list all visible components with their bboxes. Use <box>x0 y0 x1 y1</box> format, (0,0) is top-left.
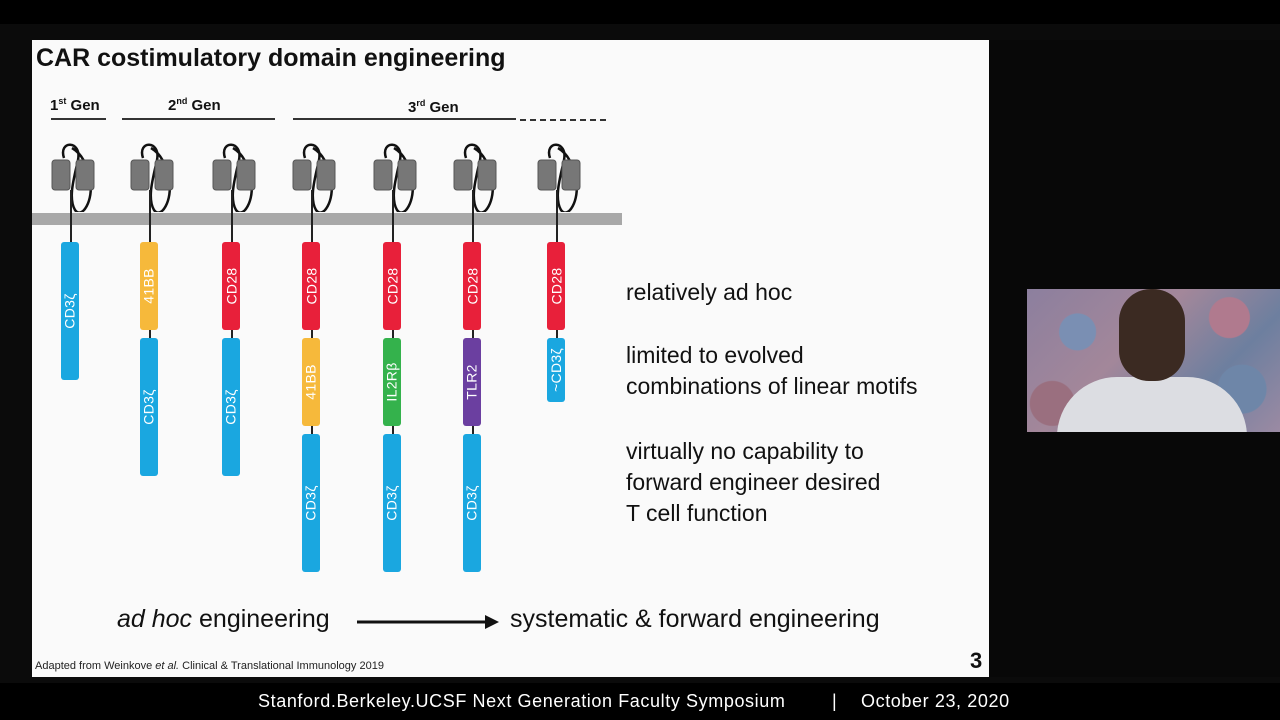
slide-page-number: 3 <box>970 648 983 673</box>
signaling-domain: 41BB <box>140 242 158 330</box>
domain-label: 41BB <box>303 364 320 400</box>
signaling-domain: CD3ζ <box>140 338 158 476</box>
signaling-domain: CD3ζ <box>302 434 320 572</box>
signaling-domain: TLR2 <box>463 338 481 426</box>
signaling-domain: IL2Rβ <box>383 338 401 426</box>
domain-linker <box>311 426 313 434</box>
systematic-engineering-label: systematic & forward engineering <box>510 605 880 633</box>
scfv-receptor-icon <box>373 143 417 212</box>
description-no-capability: virtually no capability to forward engin… <box>626 438 881 526</box>
top-black-bar <box>0 0 1280 24</box>
speaker-body <box>1057 377 1247 432</box>
domain-linker <box>472 426 474 434</box>
domain-label: CD28 <box>384 267 400 305</box>
domain-label: CD28 <box>223 267 239 305</box>
signaling-domain: CD28 <box>222 242 240 330</box>
scfv-receptor-icon <box>51 143 95 212</box>
gen-3-underline <box>293 118 516 120</box>
transmembrane-stalk <box>392 190 394 242</box>
symposium-date: October 23, 2020 <box>861 691 1010 711</box>
footer-bar: Stanford.Berkeley.UCSF Next Generation F… <box>0 683 1280 720</box>
signaling-domain: CD3ζ <box>222 338 240 476</box>
gen-2-underline <box>122 118 275 120</box>
domain-linker <box>472 330 474 338</box>
signaling-domain: CD3ζ <box>463 434 481 572</box>
scfv-receptor-icon <box>453 143 497 212</box>
transmembrane-stalk <box>149 190 151 242</box>
right-arrow-icon <box>357 615 499 629</box>
citation: Adapted from Weinkove et al. Clinical & … <box>35 660 384 672</box>
signaling-domain: CD28 <box>463 242 481 330</box>
domain-linker <box>556 330 558 338</box>
domain-label: CD3ζ <box>223 389 240 425</box>
gen-1-label: 1st Gen <box>50 96 100 114</box>
domain-linker <box>149 330 151 338</box>
domain-label: CD28 <box>303 267 319 305</box>
car-construct: CD28 ~CD3ζ <box>528 40 588 580</box>
domain-label: CD28 <box>464 267 480 305</box>
transmembrane-stalk <box>472 190 474 242</box>
domain-linker <box>231 330 233 338</box>
domain-label: CD3ζ <box>62 293 79 329</box>
domain-linker <box>311 330 313 338</box>
transmembrane-stalk <box>311 190 313 242</box>
car-construct: CD3ζ <box>42 40 102 580</box>
signaling-domain: CD28 <box>383 242 401 330</box>
car-construct: CD28 41BB CD3ζ <box>283 40 343 580</box>
cell-membrane <box>32 213 622 225</box>
description-ad-hoc: relatively ad hoc <box>626 279 793 305</box>
scfv-receptor-icon <box>537 143 581 212</box>
signaling-domain: CD28 <box>302 242 320 330</box>
domain-label: 41BB <box>141 268 158 304</box>
signaling-domain: CD3ζ <box>383 434 401 572</box>
domain-linker <box>392 330 394 338</box>
signaling-domain: CD28 <box>547 242 565 330</box>
transmembrane-stalk <box>231 190 233 242</box>
transmembrane-stalk <box>70 190 72 242</box>
domain-label: CD28 <box>548 267 564 305</box>
signaling-domain: ~CD3ζ <box>547 338 565 402</box>
speaker-head <box>1119 289 1185 381</box>
speaker-video-thumbnail[interactable] <box>1027 289 1280 432</box>
presentation-slide: CAR costimulatory domain engineering 1st… <box>32 40 989 677</box>
signaling-domain: 41BB <box>302 338 320 426</box>
domain-label: CD3ζ <box>464 485 481 521</box>
future-gen-dashed-line <box>520 119 606 121</box>
domain-label: ~CD3ζ <box>548 348 565 392</box>
transmembrane-stalk <box>556 190 558 242</box>
scfv-receptor-icon <box>292 143 336 212</box>
gen-3-label: 3rd Gen <box>408 98 459 116</box>
footer-separator: | <box>832 691 838 711</box>
car-construct: 41BB CD3ζ <box>121 40 181 580</box>
domain-linker <box>392 426 394 434</box>
domain-label: TLR2 <box>464 364 480 400</box>
scfv-receptor-icon <box>130 143 174 212</box>
gen-1-underline <box>51 118 106 120</box>
ad-hoc-engineering-label: ad hoc engineering <box>117 605 330 633</box>
domain-label: CD3ζ <box>303 485 320 521</box>
domain-label: IL2Rβ <box>384 362 400 402</box>
gen-2-label: 2nd Gen <box>168 96 221 114</box>
domain-label: CD3ζ <box>141 389 158 425</box>
scfv-receptor-icon <box>212 143 256 212</box>
domain-label: CD3ζ <box>384 485 401 521</box>
symposium-name: Stanford.Berkeley.UCSF Next Generation F… <box>258 691 786 711</box>
description-limited: limited to evolved combinations of linea… <box>626 342 918 399</box>
signaling-domain: CD3ζ <box>61 242 79 380</box>
slide-title: CAR costimulatory domain engineering <box>36 44 506 72</box>
